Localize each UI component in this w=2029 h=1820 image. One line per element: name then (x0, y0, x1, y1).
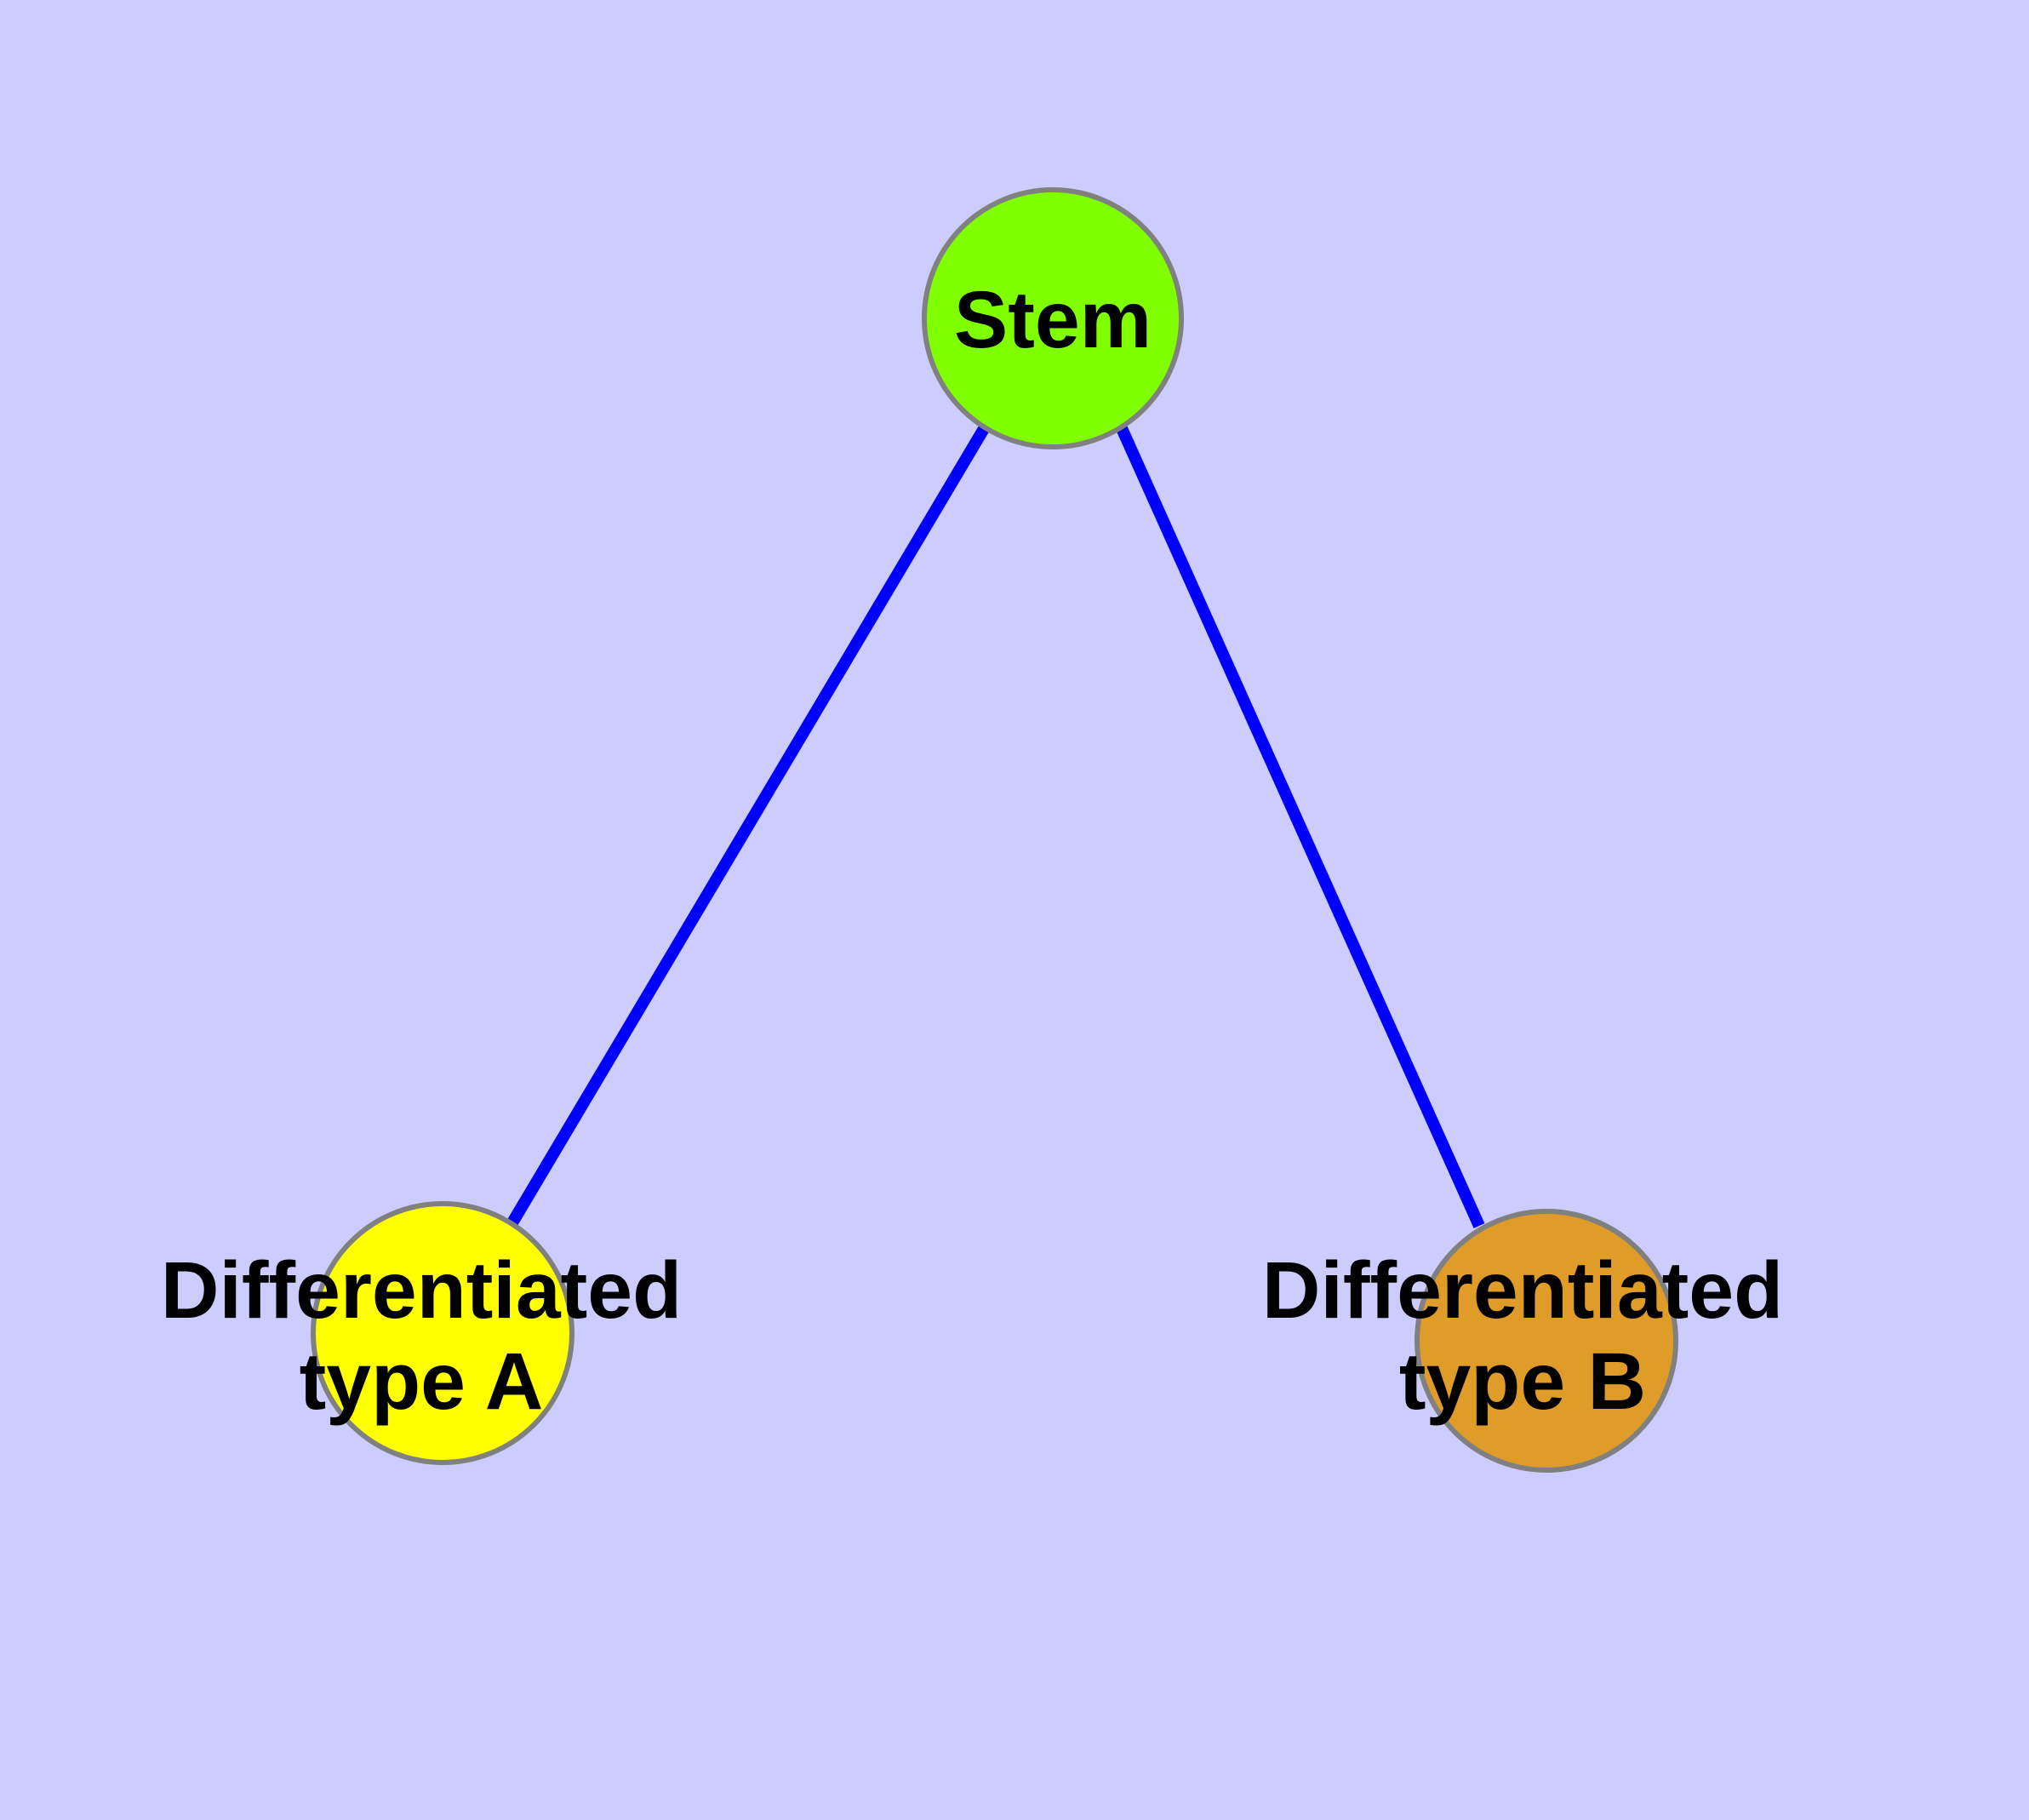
edge-stem-to-type-a[interactable] (506, 424, 991, 1228)
node-differentiated-type-b[interactable] (1415, 1209, 1678, 1473)
node-label-stem: Stem (954, 275, 1152, 365)
node-label-differentiated-type-a: Differentiated (161, 1245, 682, 1336)
node-label-differentiated-type-a: type A (300, 1336, 544, 1427)
node-differentiated-type-a[interactable] (311, 1201, 574, 1465)
nodes-group (311, 187, 1678, 1473)
edge-stem-to-type-b[interactable] (1115, 424, 1485, 1228)
node-label-differentiated-type-b: Differentiated (1262, 1245, 1783, 1336)
node-label-differentiated-type-b: type B (1399, 1336, 1646, 1427)
node-stem[interactable] (922, 187, 1184, 449)
edges-group (506, 424, 1485, 1228)
